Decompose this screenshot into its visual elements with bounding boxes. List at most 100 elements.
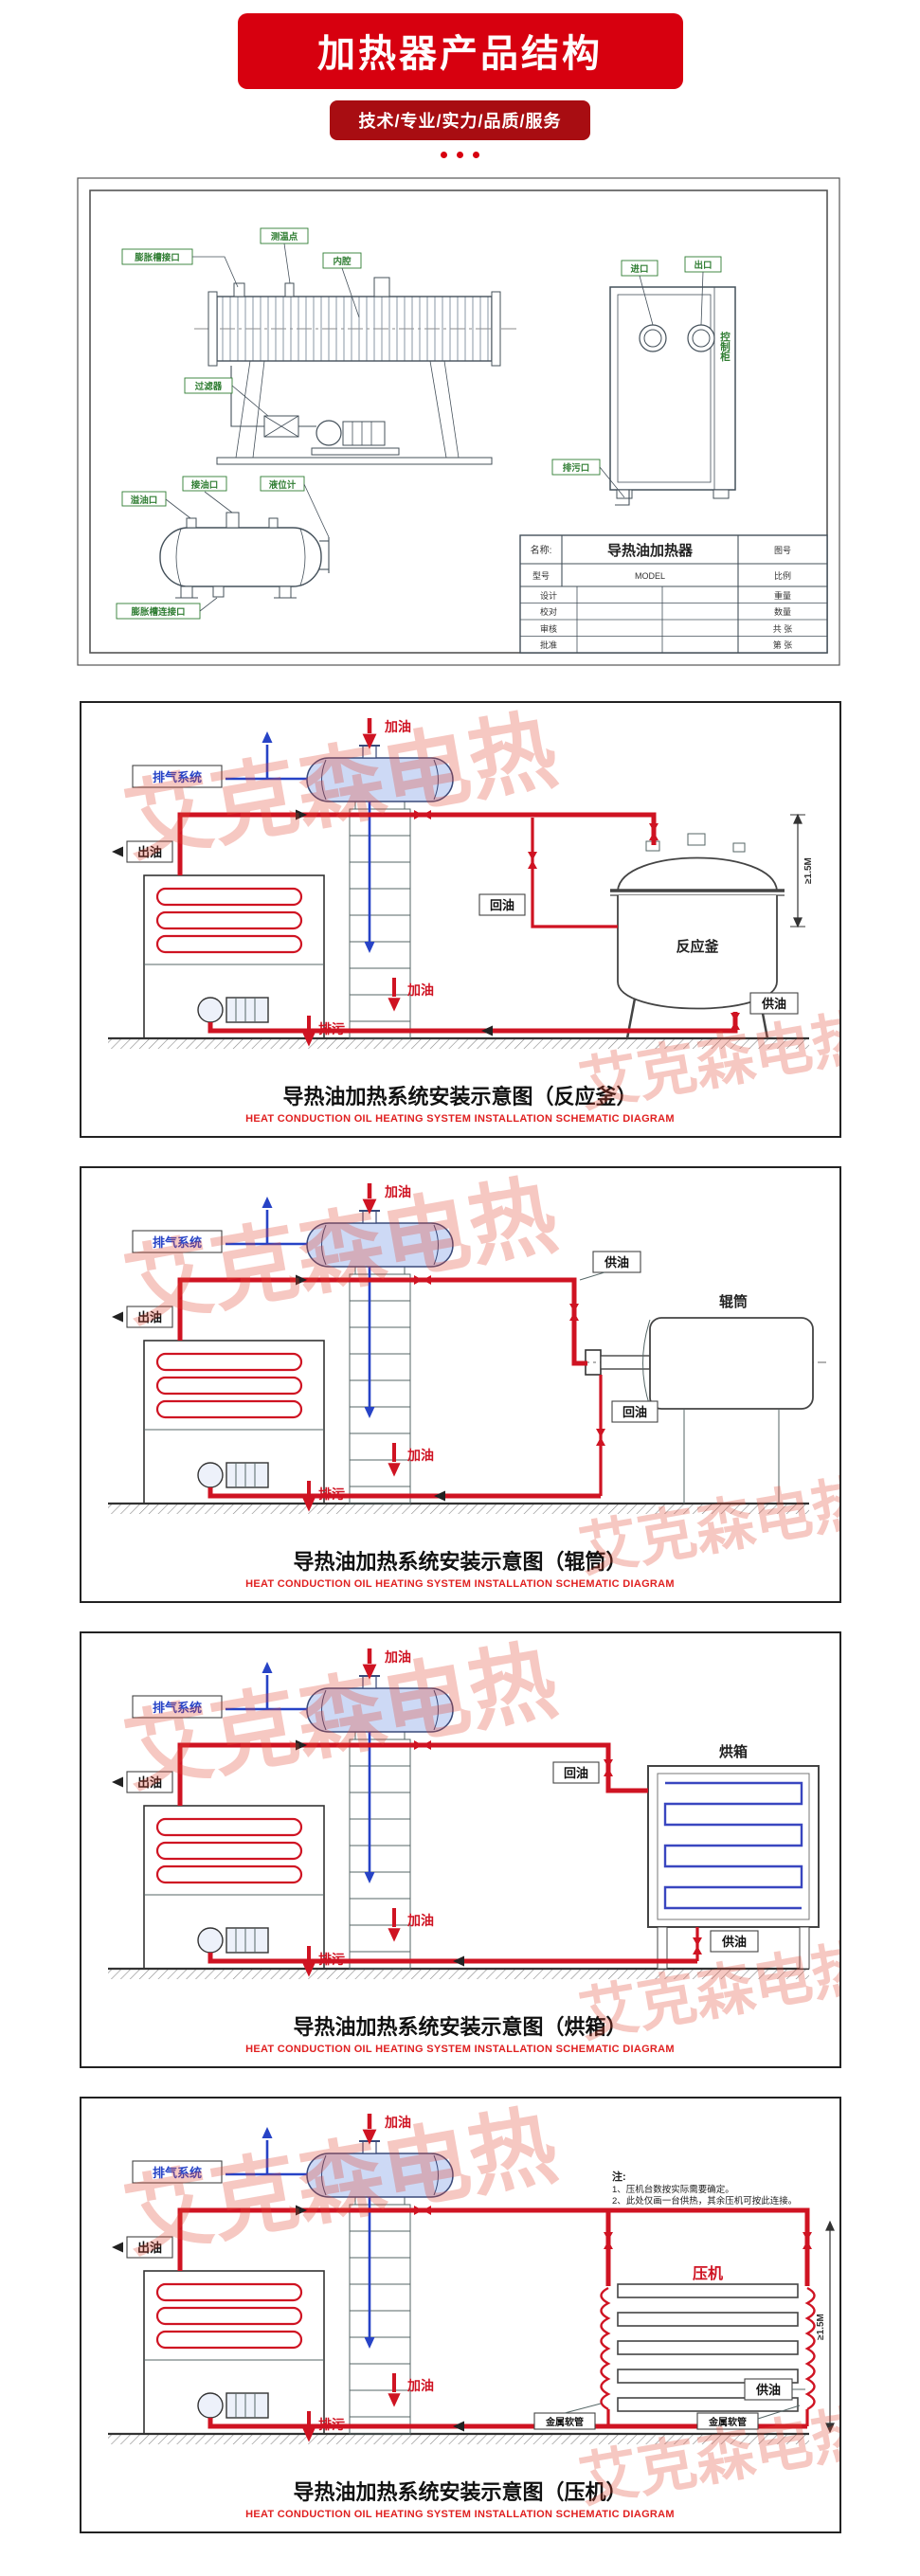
height-dimension: ≥1.5M (816, 2220, 835, 2434)
tb-model-en: MODEL (634, 571, 664, 581)
expansion-tank-stand (349, 1266, 410, 1504)
tb-drawing-no: 图号 (773, 546, 790, 555)
svg-text:加油: 加油 (406, 2378, 434, 2393)
tb-model-label: 型号 (532, 571, 549, 581)
label-outlet: 出口 (694, 260, 712, 271)
ground (107, 1036, 809, 1049)
expansion-tank (305, 1675, 454, 1733)
press-hose-right (803, 2286, 816, 2411)
fill-oil-bottom: 加油 (387, 1443, 434, 1477)
schematic-box-roller: 艾克森电热 艾克森电热 (79, 1166, 841, 1603)
page-subtitle-banner: 技术/专业/实力/品质/服务 (330, 100, 590, 140)
tb-name-label: 名称: (530, 544, 551, 556)
svg-text:回油: 回油 (489, 898, 514, 912)
heater-cylinder (193, 277, 518, 465)
return-pipe-upper (530, 818, 618, 928)
svg-text:金属软管: 金属软管 (708, 2416, 747, 2428)
title-block: 名称: 导热油加热器 图号 型号 MODEL 比例 设计 校对 审核 批准 重量… (518, 534, 828, 654)
schematic-caption: 导热油加热系统安装示意图（反应釜） (282, 1085, 638, 1108)
tb-sheet-total: 共 张 (772, 624, 792, 634)
svg-text:加油: 加油 (406, 982, 434, 998)
oil-return-label: 回油 (610, 1400, 658, 1423)
tb-approved: 批准 (539, 639, 556, 650)
expansion-tank (305, 745, 454, 802)
label-overflow-port: 溢油口 (130, 495, 157, 506)
svg-text:注:: 注: (612, 2170, 626, 2183)
page-title: 加热器产品结构 (317, 33, 603, 75)
supply-pipe (177, 812, 656, 875)
tb-audited: 审核 (539, 623, 556, 634)
svg-text:排污: 排污 (318, 1952, 345, 1967)
fill-oil-top: 加油 (362, 2114, 411, 2145)
control-cabinet: 控制柜 (608, 286, 736, 506)
supply-pipe (177, 1742, 648, 1806)
supply-pipe (177, 1277, 587, 1366)
svg-text:≥1.5M: ≥1.5M (816, 2314, 826, 2340)
oil-out-label: 出油 (111, 1771, 173, 1793)
svg-text:出油: 出油 (136, 1775, 161, 1790)
control-cabinet-label: 控制柜 (719, 331, 731, 362)
label-fill-oil-top: 加油 (384, 719, 411, 734)
expansion-tank (305, 2140, 454, 2198)
label-temp-point: 测温点 (270, 231, 298, 243)
cad-drawing-svg: 控制柜 膨胀槽接口 测温点 内腔 过滤器 进口 出口 (76, 177, 840, 666)
svg-text:供油: 供油 (720, 1935, 746, 1949)
schematic-caption-en: HEAT CONDUCTION OIL HEATING SYSTEM INSTA… (245, 1578, 675, 1590)
label-level-gauge: 液位计 (268, 479, 296, 491)
svg-text:回油: 回油 (563, 1766, 587, 1780)
vent-system: 排气系统 (131, 1197, 374, 1418)
svg-text:供油: 供油 (603, 1255, 628, 1270)
load-label-press: 压机 (692, 2264, 722, 2282)
oil-supply-label: 供油 (749, 992, 799, 1015)
expansion-tank-stand (349, 1731, 410, 1970)
expansion-tank-stand (349, 801, 410, 1039)
heater-unit (142, 1805, 325, 1970)
oil-return-label: 回油 (551, 1761, 600, 1784)
svg-text:供油: 供油 (760, 997, 785, 1011)
roller: 辊筒 (577, 1293, 826, 1504)
schematic-caption-en: HEAT CONDUCTION OIL HEATING SYSTEM INSTA… (245, 1113, 675, 1125)
vent-system: 排气系统 (131, 1662, 374, 1883)
filter-pump-assembly (229, 366, 399, 456)
oil-out-label: 出油 (111, 2236, 173, 2259)
svg-text:金属软管: 金属软管 (545, 2416, 584, 2428)
press-hose-left (599, 2286, 611, 2411)
svg-text:供油: 供油 (754, 2383, 780, 2397)
label-drain-port: 排污口 (562, 462, 589, 474)
schematic-roller-svg: 辊筒 排气系统 加油 (107, 1183, 826, 1514)
svg-text:排污: 排污 (318, 1486, 345, 1502)
fill-oil-bottom: 加油 (387, 1908, 434, 1942)
schematic-reactor-svg: 反应釜 排气系统 加油 (107, 718, 814, 1049)
expansion-tank (305, 1210, 454, 1268)
fill-oil-top: 加油 (362, 1648, 411, 1680)
fill-oil-top: 加油 (362, 1183, 411, 1215)
svg-text:排气系统: 排气系统 (152, 1701, 201, 1715)
drain-label: 排污 (301, 1016, 345, 1047)
svg-text:加油: 加油 (384, 1649, 411, 1665)
svg-text:2、此处仅画一台供热，其余压机可按此连接。: 2、此处仅画一台供热，其余压机可按此连接。 (612, 2195, 797, 2207)
engineering-drawing: 控制柜 膨胀槽接口 测温点 内腔 过滤器 进口 出口 (75, 175, 846, 673)
drain-label: 排污 (301, 1946, 345, 1977)
oil-supply-label: 供油 (709, 1930, 759, 1953)
label-inlet: 进口 (630, 263, 648, 275)
decorative-dots (0, 152, 920, 158)
svg-text:出油: 出油 (136, 1310, 161, 1324)
label-filter: 过滤器 (194, 381, 222, 392)
label-expansion-port: 膨胀槽接口 (134, 252, 180, 263)
schematic-caption: 导热油加热系统安装示意图（辊筒） (293, 1550, 627, 1574)
load-label-reactor: 反应釜 (676, 938, 719, 955)
label-oil-port: 接油口 (190, 479, 218, 491)
schematic-box-oven: 艾克森电热 艾克森电热 (79, 1631, 841, 2068)
oven-coil (663, 1781, 803, 1910)
tb-weight: 重量 (773, 590, 790, 601)
svg-text:加油: 加油 (406, 1913, 434, 1928)
heater-unit (142, 874, 325, 1039)
height-dimension: ≥1.5M (789, 813, 814, 928)
load-label-roller: 辊筒 (718, 1293, 747, 1310)
label-inner-cavity: 内腔 (333, 256, 352, 267)
ground (107, 1967, 809, 1979)
svg-text:排污: 排污 (318, 1021, 345, 1036)
oil-supply-label: 供油 (743, 2378, 805, 2401)
svg-text:排污: 排污 (318, 2417, 345, 2432)
svg-text:出油: 出油 (136, 2241, 161, 2255)
